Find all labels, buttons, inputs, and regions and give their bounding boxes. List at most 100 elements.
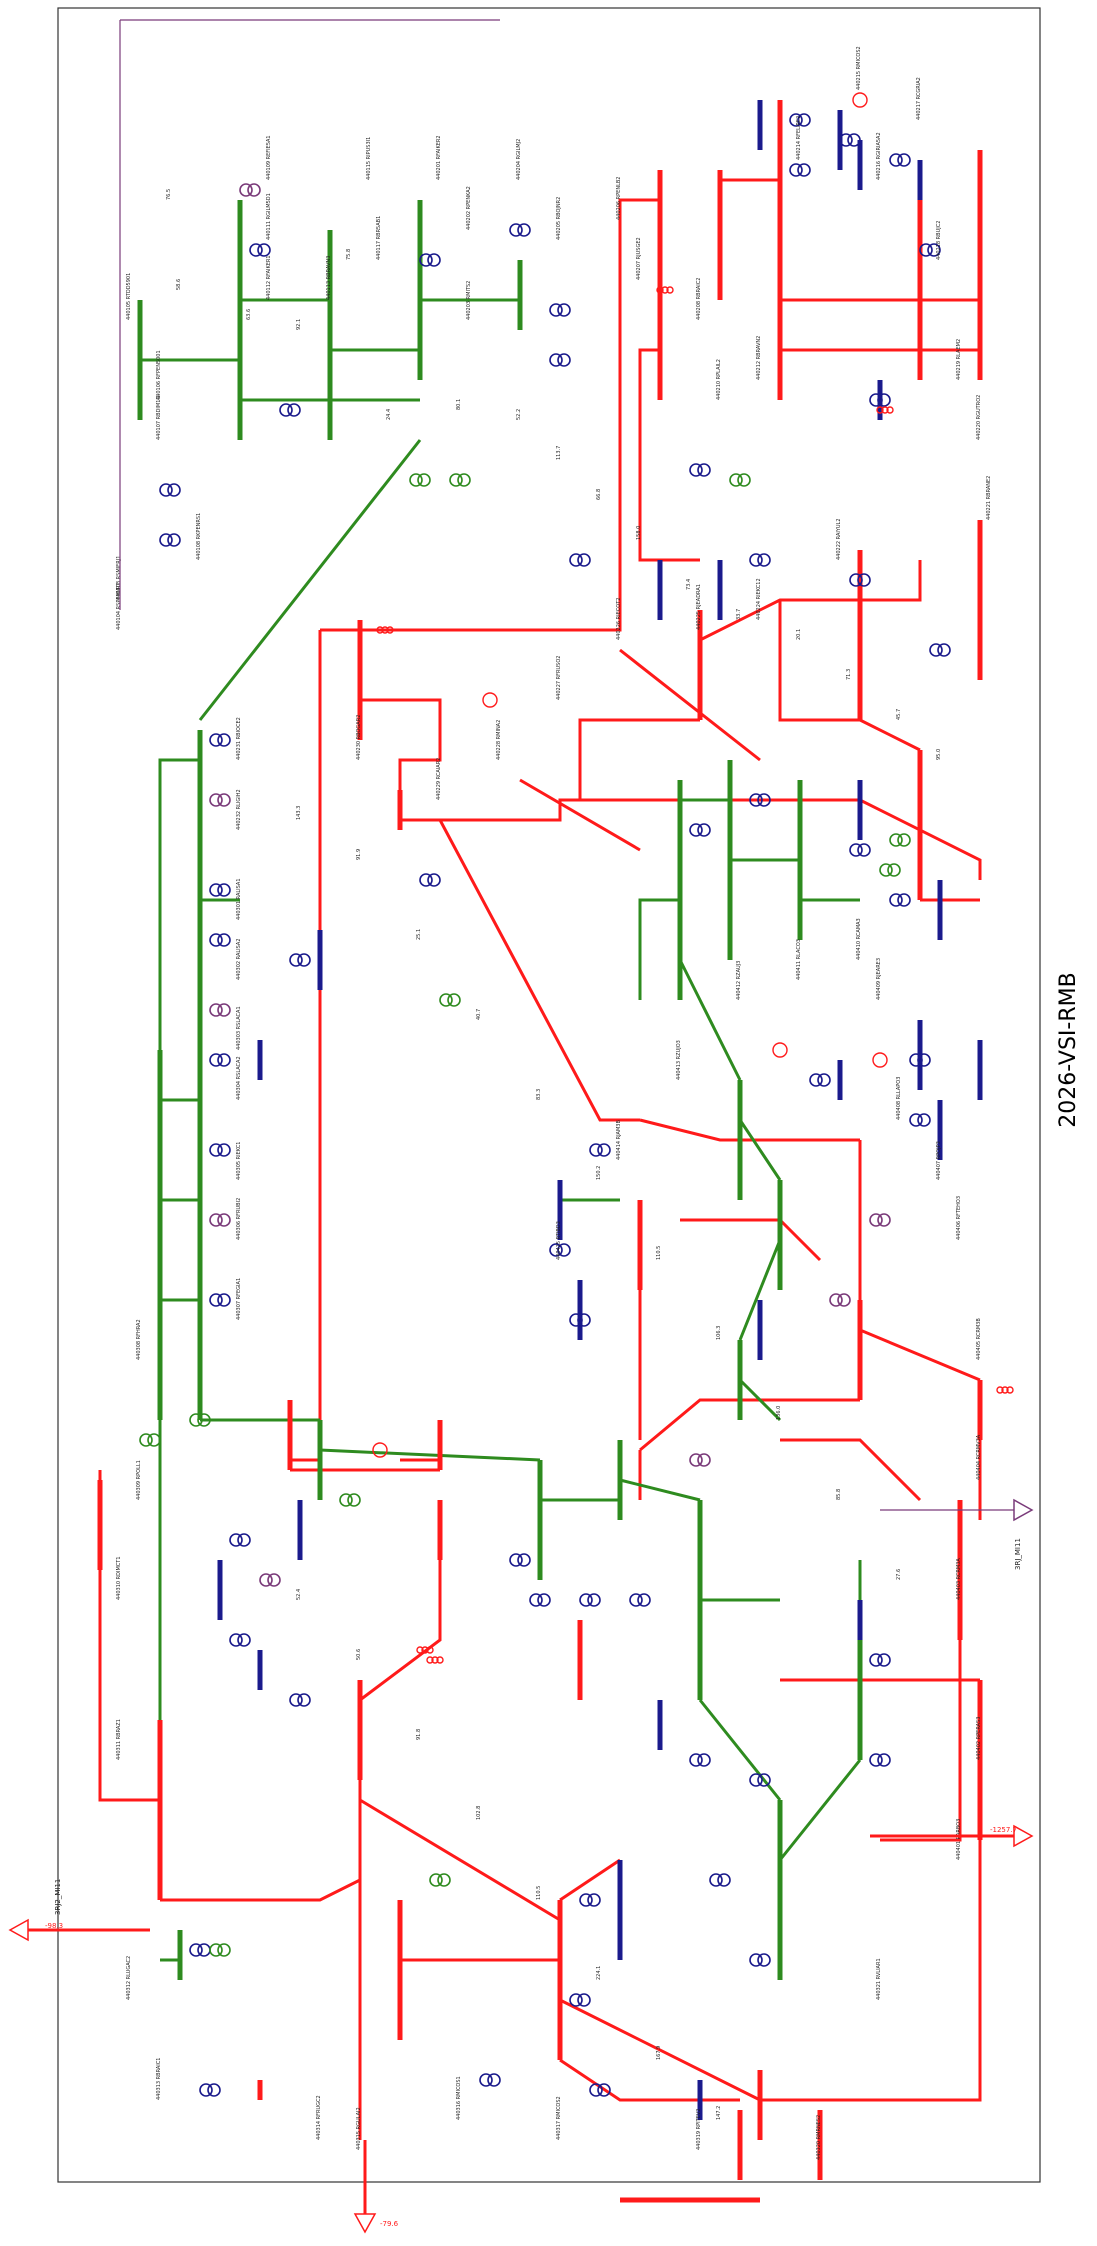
reactor-loop xyxy=(416,1646,424,1654)
transformer-icon xyxy=(849,843,871,857)
transmission-line-400kv xyxy=(860,560,922,602)
transformer-icon xyxy=(209,1213,231,1227)
winding-circle xyxy=(689,463,703,477)
winding-circle xyxy=(297,953,311,967)
winding-circle xyxy=(847,133,861,147)
bus-label: 440316 RMICOS1 xyxy=(456,2076,462,2120)
winding-circle xyxy=(587,1893,601,1907)
winding-circle xyxy=(897,893,911,907)
transformer-icon xyxy=(279,403,301,417)
winding-circle xyxy=(549,1243,563,1257)
flow-label: 224.1 xyxy=(596,1966,602,1980)
transformers xyxy=(139,92,1014,2097)
transformer-icon xyxy=(789,113,811,127)
winding-circle xyxy=(529,1593,543,1607)
bus-label: 440415 RTIBD3 xyxy=(556,1221,562,1260)
bus-label: 440221 RBRANE2 xyxy=(986,476,992,520)
winding-circle xyxy=(577,1313,591,1327)
transformer-icon xyxy=(479,2073,501,2087)
transformer-icon xyxy=(419,873,441,887)
winding-circle xyxy=(749,793,763,807)
winding-circle xyxy=(209,1293,223,1307)
reactor-icon xyxy=(656,286,674,294)
400kv-lines xyxy=(98,178,982,2140)
bus-label: 440301 RALISA1 xyxy=(236,879,242,921)
bus-label: 440224 RIEKC12 xyxy=(756,578,762,620)
winding-circle xyxy=(199,2083,213,2097)
winding-circle xyxy=(877,1653,891,1667)
winding-circle xyxy=(697,1453,711,1467)
winding-circle xyxy=(737,473,751,487)
winding-circle xyxy=(857,573,871,587)
external-tie-left[interactable]: 3RJ2_MI11 -98.3 xyxy=(8,1879,150,1942)
winding-circle xyxy=(749,553,763,567)
winding-circle xyxy=(589,2083,603,2097)
flow-label: 110.5 xyxy=(656,1246,662,1260)
transmission-line-400kv xyxy=(778,600,860,722)
winding-circle xyxy=(217,733,231,747)
bus-bars xyxy=(97,100,983,2203)
transformer-icon xyxy=(189,1943,211,1957)
bus-label: 440321 RVLIAR1 xyxy=(876,1958,882,2000)
transformer-icon xyxy=(209,1053,231,1067)
transformer-icon xyxy=(199,2083,221,2097)
winding-circle xyxy=(587,1593,601,1607)
winding-circle xyxy=(709,1873,723,1887)
transmission-line-400kv xyxy=(859,718,921,752)
reactor-icon xyxy=(426,1656,444,1664)
bus-label: 440214 RFELIRE2 xyxy=(796,116,802,160)
external-tie-bottom[interactable]: -79.6 xyxy=(353,2140,399,2234)
flow-label: 73.4 xyxy=(686,579,692,590)
winding-circle xyxy=(549,303,563,317)
external-tie-right[interactable]: -1257.7 xyxy=(870,1824,1034,1848)
transformer-icon xyxy=(849,573,871,587)
flow-label: 85.8 xyxy=(836,1489,842,1500)
bus-label: 440231 RBIOCE2 xyxy=(236,717,242,760)
winding-circle xyxy=(797,113,811,127)
winding-circle xyxy=(569,553,583,567)
transformer-icon xyxy=(909,1053,931,1067)
bus-label: 440208 RBRAIC2 xyxy=(696,278,702,320)
bus-label: 440105 RTDD5901 xyxy=(126,273,132,320)
reactor-loop xyxy=(376,626,384,634)
bus-label: 440106 RFPEN5001 xyxy=(156,350,162,400)
transmission-line-220kv xyxy=(619,1478,701,1502)
transformer-icon xyxy=(549,303,571,317)
flow-label: 92.1 xyxy=(296,319,302,330)
transformer-icon xyxy=(869,393,891,407)
bus-label: 440104 RSPEHNR1 xyxy=(116,582,122,630)
flow-label: 75.8 xyxy=(346,249,352,260)
bus-label: 440312 RLUGAC2 xyxy=(126,1956,132,2000)
winding-circle xyxy=(877,1753,891,1767)
transformer-icon xyxy=(689,1753,711,1767)
bus-label: 440107 RBDIM1I1 xyxy=(156,395,162,440)
winding-circle xyxy=(217,1293,231,1307)
winding-circle xyxy=(797,163,811,177)
winding-circle xyxy=(869,1213,883,1227)
transmission-line-400kv xyxy=(519,778,641,852)
bus-label: 440414 RJAM3B xyxy=(616,1120,622,1160)
winding-circle xyxy=(697,823,711,837)
winding-circle xyxy=(207,2083,221,2097)
bus-label: 440219 RLAEM2 xyxy=(956,339,962,380)
generator-icon xyxy=(372,1442,388,1458)
transmission-line-400kv xyxy=(290,630,322,1462)
winding-circle xyxy=(849,843,863,857)
flow-labels: 76.558.663.692.175.824.480.152.2113.766.… xyxy=(166,189,942,2120)
transformer-icon xyxy=(889,893,911,907)
transformer-icon xyxy=(789,163,811,177)
reactor-loop xyxy=(421,1646,429,1654)
transformer-icon xyxy=(889,153,911,167)
transmission-line-400kv xyxy=(359,1500,442,1702)
external-tie-right-2[interactable]: 3RJ_MI11 xyxy=(880,1498,1034,1570)
winding-circle xyxy=(897,833,911,847)
winding-circle xyxy=(479,2073,493,2087)
winding-circle xyxy=(197,1413,211,1427)
bus-label: 440408 RLLAPO3 xyxy=(896,1077,902,1120)
flow-label: 58.6 xyxy=(176,279,182,290)
winding-circle xyxy=(167,483,181,497)
transformer-icon xyxy=(289,953,311,967)
reactor-loop xyxy=(656,286,664,294)
transmission-line-400kv xyxy=(160,1878,361,1902)
winding-circle xyxy=(209,1213,223,1227)
